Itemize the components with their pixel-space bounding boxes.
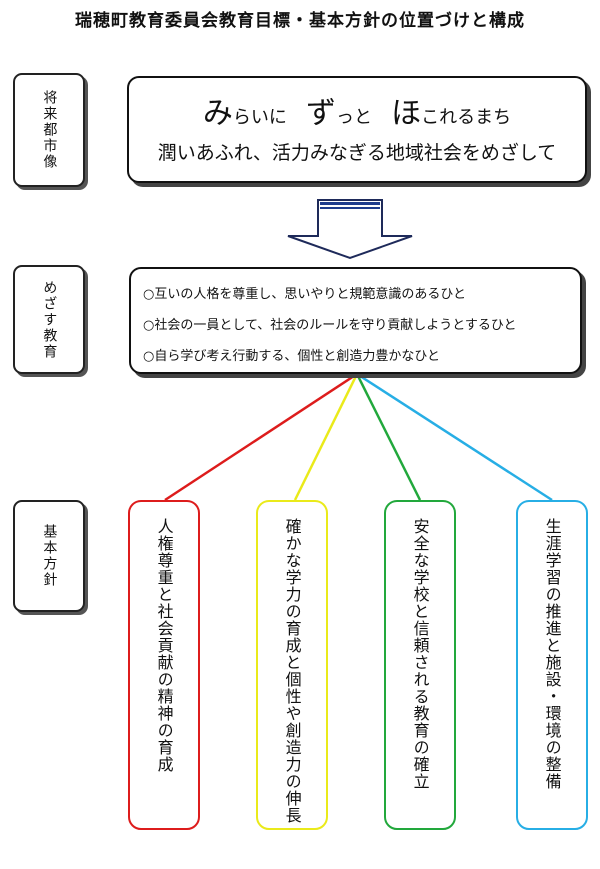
down-arrow (287, 199, 413, 260)
connector-line-1 (164, 372, 358, 502)
label-goals: めざす教育 (13, 265, 85, 374)
policy-box-2: 確かな学力の育成と個性や創造力の伸長 (256, 500, 328, 830)
goal-item: ○互いの人格を尊重し、思いやりと規範意識のあるひと (143, 287, 466, 302)
page-title: 瑞穂町教育委員会教育目標・基本方針の位置づけと構成 (75, 11, 525, 31)
policy-box-4: 生涯学習の推進と施設・環境の整備 (516, 500, 588, 830)
connector-line-4 (356, 372, 553, 502)
vision-box: みらいに ずっと ほこれるまち 潤いあふれ、活力みなぎる地域社会をめざして (127, 76, 587, 183)
connector-line-3 (355, 373, 422, 501)
goal-item: ○自ら学び考え行動する、個性と創造力豊かなひと (143, 349, 440, 364)
vision-slogan: みらいに ずっと ほこれるまち (202, 96, 512, 131)
policy-box-1: 人権尊重と社会貢献の精神の育成 (128, 500, 200, 830)
label-policies: 基本方針 (13, 500, 85, 612)
goal-item: ○社会の一員として、社会のルールを守り貢献しようとするひと (143, 318, 517, 333)
label-vision: 将来都市像 (13, 73, 85, 187)
goals-box: ○互いの人格を尊重し、思いやりと規範意識のあるひと ○社会の一員として、社会のル… (129, 267, 582, 374)
connector-line-2 (293, 373, 359, 501)
vision-subtitle: 潤いあふれ、活力みなぎる地域社会をめざして (157, 142, 557, 164)
policy-box-3: 安全な学校と信頼される教育の確立 (384, 500, 456, 830)
